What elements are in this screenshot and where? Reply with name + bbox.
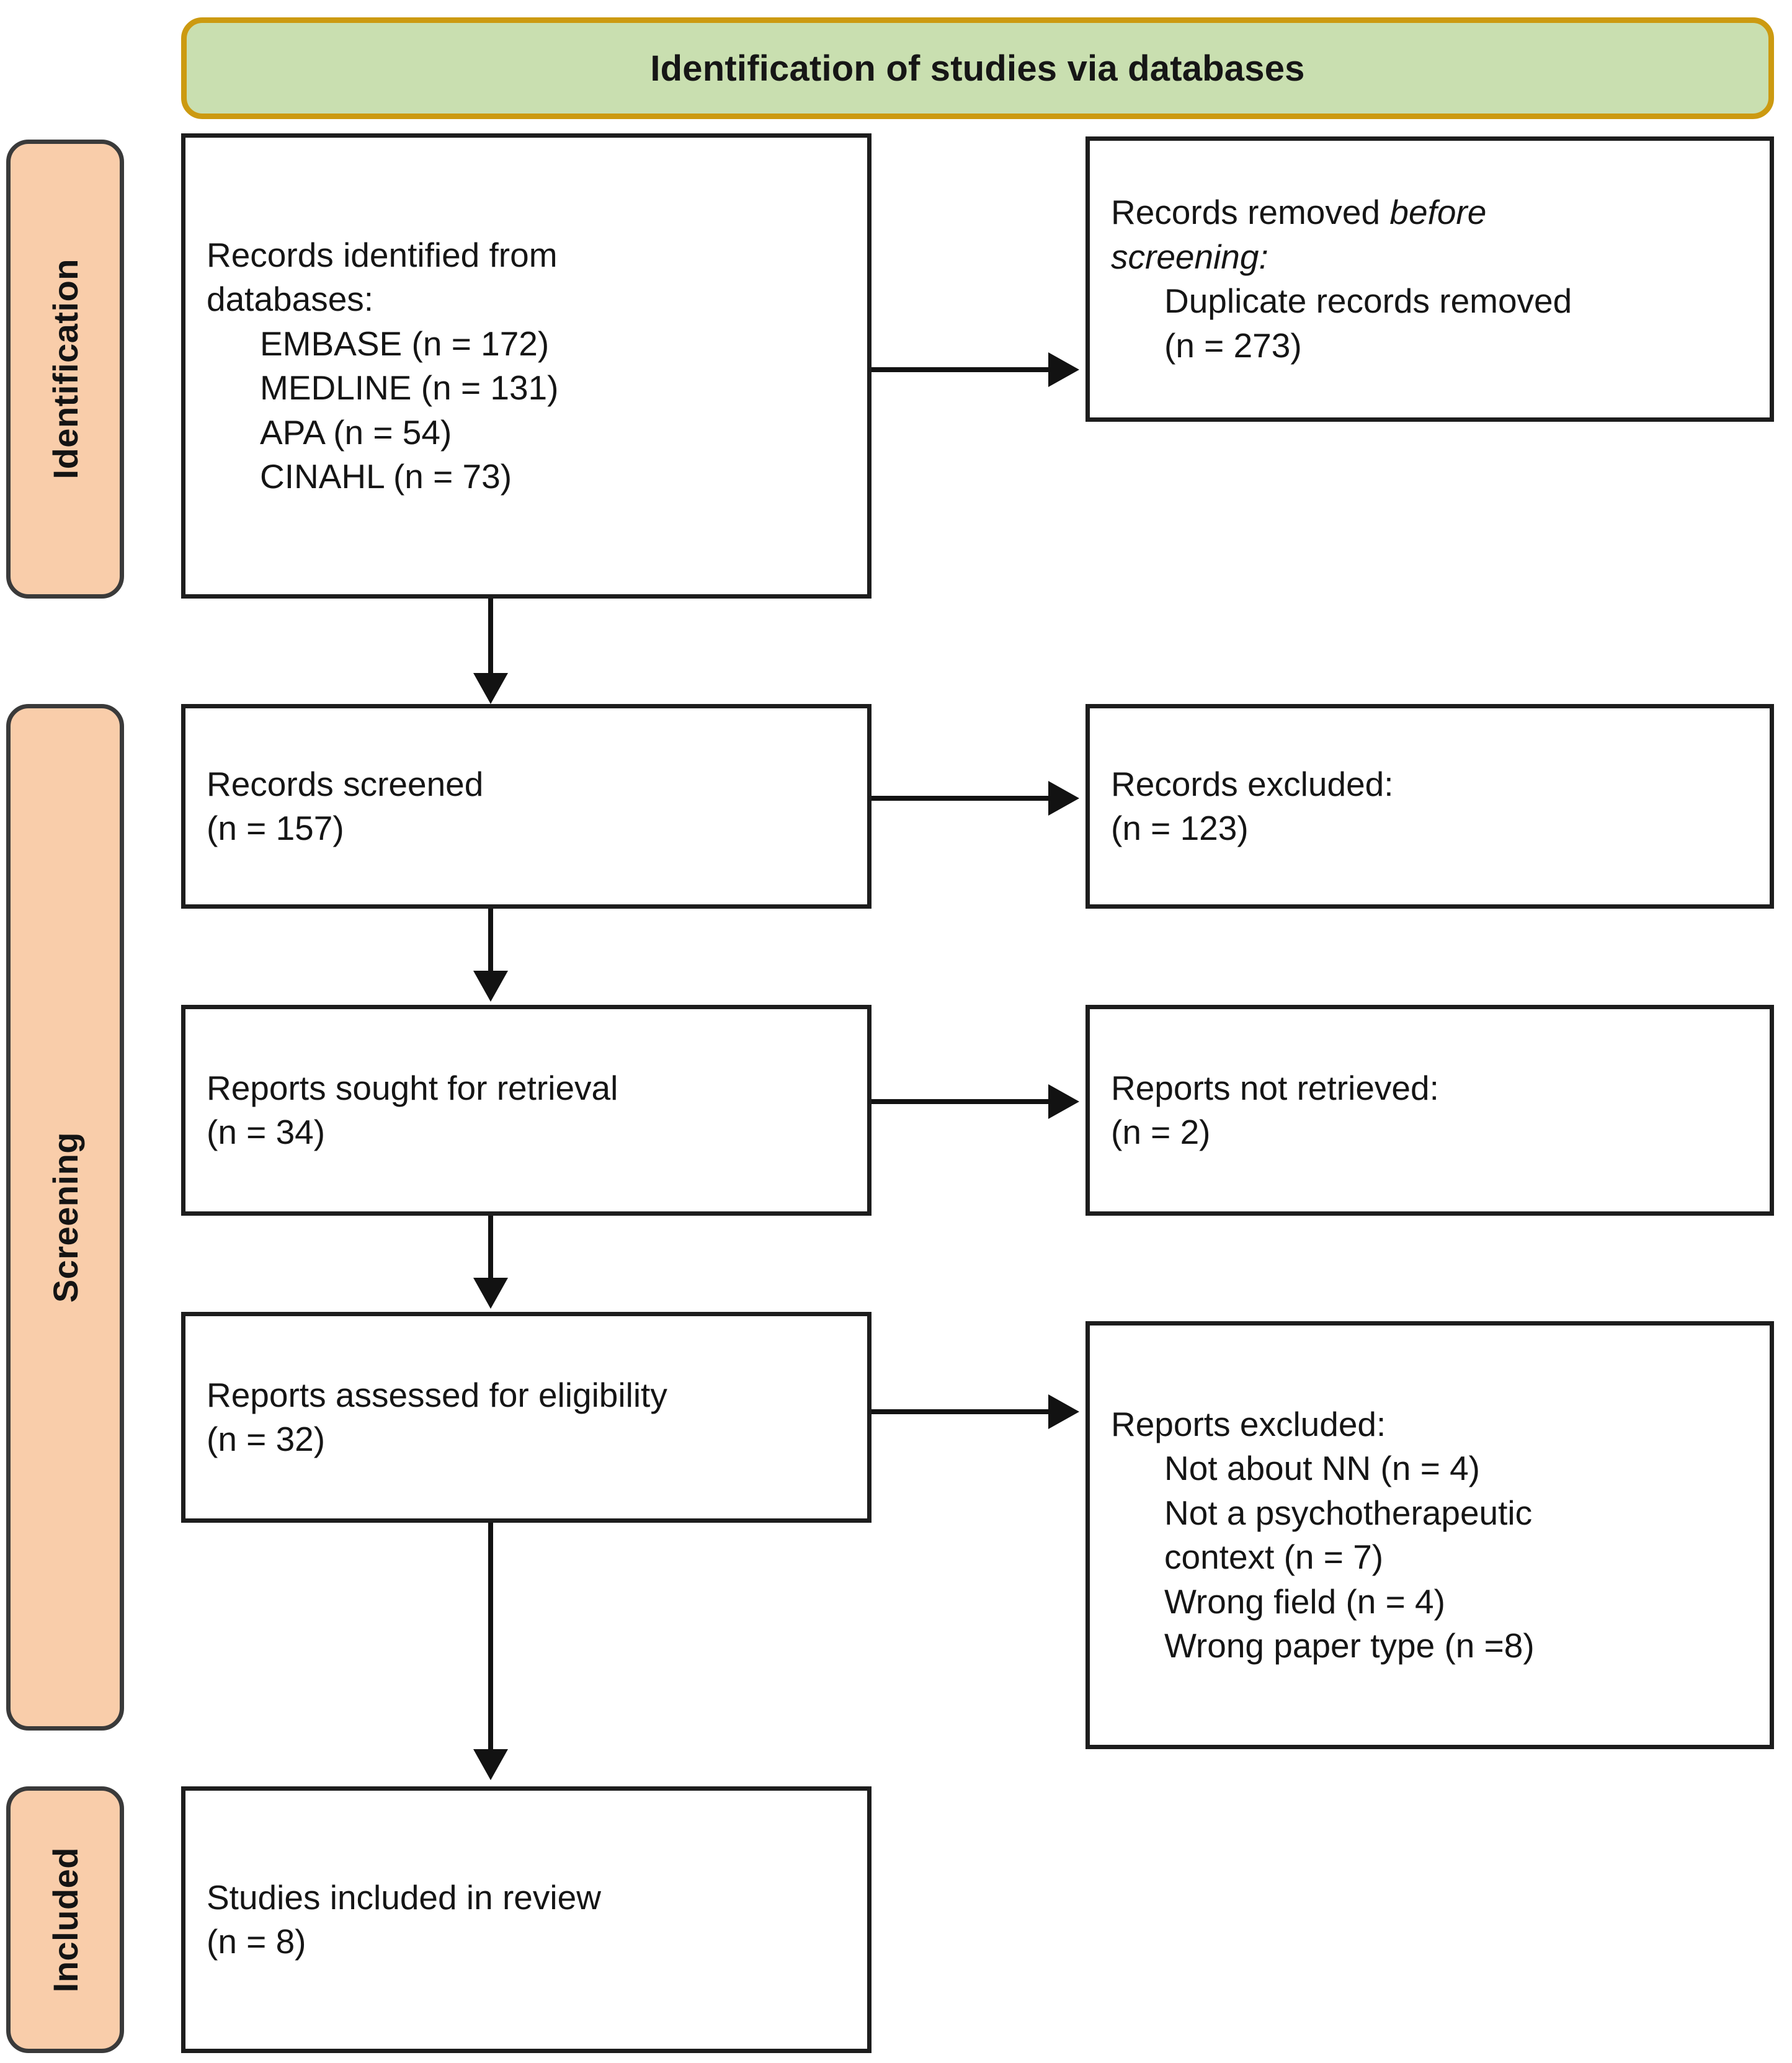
reports-excluded-reason-2a: Not a psychotherapeutic [1164, 1493, 1533, 1532]
records-removed-line-2: screening: [1111, 237, 1268, 276]
stage-screening: Screening [6, 704, 124, 1731]
stage-included: Included [6, 1786, 124, 2053]
box-reports-assessed: Reports assessed for eligibility (n = 32… [181, 1312, 871, 1523]
box-records-removed: Records removed before screening: Duplic… [1085, 136, 1774, 422]
reports-sought-label: Reports sought for retrieval [207, 1068, 618, 1107]
reports-excluded-reason-3: Wrong field (n = 4) [1164, 1582, 1445, 1621]
records-identified-medline: MEDLINE (n = 131) [260, 368, 559, 407]
diagram-title-banner: Identification of studies via databases [181, 17, 1774, 119]
stage-included-label: Included [45, 1847, 85, 1993]
studies-included-count: (n = 8) [207, 1922, 306, 1961]
box-reports-not-retrieved: Reports not retrieved: (n = 2) [1085, 1005, 1774, 1216]
stage-identification: Identification [6, 140, 124, 599]
records-removed-duplicates-count: (n = 273) [1164, 326, 1302, 365]
connector-identified-to-removed [871, 367, 1048, 372]
records-identified-line-1: Records identified from [207, 235, 558, 274]
records-screened-count: (n = 157) [207, 809, 344, 847]
arrowhead-sought-to-not-retrieved [1048, 1084, 1079, 1119]
records-removed-duplicates: Duplicate records removed [1164, 282, 1572, 320]
arrowhead-assessed-to-excluded [1048, 1394, 1079, 1429]
box-reports-sought: Reports sought for retrieval (n = 34) [181, 1005, 871, 1216]
diagram-title: Identification of studies via databases [650, 48, 1305, 89]
connector-assessed-to-included [488, 1523, 493, 1752]
records-identified-embase: EMBASE (n = 172) [260, 324, 550, 363]
reports-excluded-reason-1: Not about NN (n = 4) [1164, 1449, 1480, 1487]
arrowhead-screened-to-excluded [1048, 781, 1079, 816]
connector-sought-to-not-retrieved [871, 1099, 1048, 1104]
records-identified-apa: APA (n = 54) [260, 412, 452, 452]
records-identified-cinahl: CINAHL (n = 73) [260, 457, 512, 496]
arrowhead-identified-to-removed [1048, 352, 1079, 387]
box-records-identified: Records identified from databases: EMBAS… [181, 133, 871, 599]
reports-not-retrieved-label: Reports not retrieved: [1111, 1068, 1439, 1107]
arrowhead-assessed-to-included [473, 1749, 508, 1780]
box-reports-excluded: Reports excluded: Not about NN (n = 4) N… [1085, 1321, 1774, 1749]
stage-identification-label: Identification [45, 259, 85, 479]
arrowhead-identified-to-screened [473, 673, 508, 704]
records-identified-line-2: databases: [207, 280, 374, 318]
reports-not-retrieved-count: (n = 2) [1111, 1113, 1211, 1151]
connector-screened-to-excluded [871, 796, 1048, 801]
connector-identified-to-screened [488, 599, 493, 676]
reports-assessed-label: Reports assessed for eligibility [207, 1375, 667, 1414]
box-studies-included: Studies included in review (n = 8) [181, 1786, 871, 2053]
arrowhead-sought-to-assessed [473, 1278, 508, 1309]
records-removed-line-1: Records removed before [1111, 190, 1749, 235]
connector-sought-to-assessed [488, 1216, 493, 1281]
connector-screened-to-sought [488, 909, 493, 974]
reports-excluded-reason-2b: context (n = 7) [1164, 1538, 1384, 1576]
records-removed-text-a: Records removed [1111, 193, 1390, 231]
records-removed-text-b: before [1389, 193, 1487, 231]
records-excluded-label: Records excluded: [1111, 764, 1394, 803]
reports-assessed-count: (n = 32) [207, 1420, 326, 1458]
box-records-excluded: Records excluded: (n = 123) [1085, 704, 1774, 909]
reports-sought-count: (n = 34) [207, 1113, 326, 1151]
records-excluded-count: (n = 123) [1111, 809, 1249, 847]
connector-assessed-to-excluded [871, 1409, 1048, 1414]
box-records-screened: Records screened (n = 157) [181, 704, 871, 909]
reports-excluded-label: Reports excluded: [1111, 1404, 1386, 1443]
arrowhead-screened-to-sought [473, 971, 508, 1002]
stage-screening-label: Screening [45, 1131, 85, 1303]
studies-included-label: Studies included in review [207, 1878, 601, 1917]
records-screened-label: Records screened [207, 764, 484, 803]
reports-excluded-reason-4: Wrong paper type (n =8) [1164, 1626, 1535, 1665]
